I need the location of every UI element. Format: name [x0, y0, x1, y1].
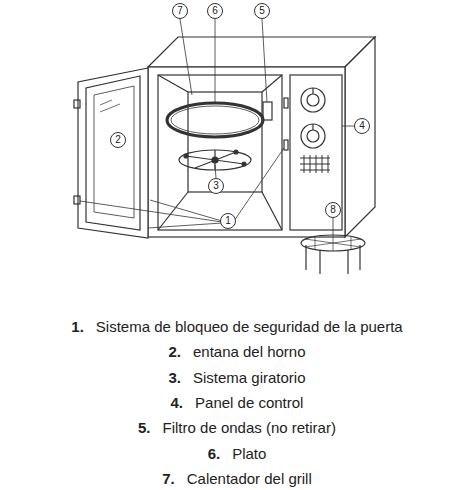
- callout-number: 8: [330, 205, 336, 215]
- part-name: entana del horno: [193, 343, 306, 361]
- callout-number: 5: [259, 6, 265, 16]
- callout-number: 2: [115, 135, 121, 145]
- legend-row: 3. Sistema giratorio: [0, 369, 474, 387]
- callout-circle: 2: [110, 132, 126, 148]
- legend-row: 1. Sistema de bloqueo de seguridad de la …: [0, 318, 474, 336]
- legend-row: 4. Panel de control: [0, 394, 474, 412]
- item-number: 6.: [208, 445, 221, 463]
- item-number: 3.: [168, 369, 181, 387]
- legend-row: 5. Filtro de ondas (no retirar): [0, 419, 474, 437]
- callout-number: 3: [213, 181, 219, 191]
- part-name: Plato: [232, 445, 266, 463]
- callout-circle: 8: [325, 202, 341, 218]
- callout-circle: 3: [208, 178, 224, 194]
- callout-number: 6: [212, 6, 218, 16]
- legend-row: 2. entana del horno: [0, 343, 474, 361]
- callout-circle: 6: [207, 3, 223, 19]
- callout-circle: 7: [172, 3, 188, 19]
- callout-circle: 4: [354, 118, 370, 134]
- callout-number: 7: [177, 6, 183, 16]
- callout-number: 4: [359, 121, 365, 131]
- callout-circle: 5: [254, 3, 270, 19]
- part-name: Filtro de ondas (no retirar): [163, 419, 336, 437]
- item-number: 1.: [71, 318, 84, 336]
- part-name: Calentador del grill: [187, 470, 312, 488]
- callout-circle: 1: [220, 213, 236, 229]
- item-number: 4.: [171, 394, 184, 412]
- legend-row: 6. Plato: [0, 445, 474, 463]
- item-number: 2.: [168, 343, 181, 361]
- item-number: 7.: [162, 470, 175, 488]
- callout-number: 1: [225, 216, 231, 226]
- legend-row: 7. Calentador del grill: [0, 470, 474, 488]
- part-name: Sistema giratorio: [193, 369, 306, 387]
- part-name: Sistema de bloqueo de seguridad de la pu…: [96, 318, 403, 336]
- item-number: 5.: [138, 419, 151, 437]
- part-name: Panel de control: [195, 394, 303, 412]
